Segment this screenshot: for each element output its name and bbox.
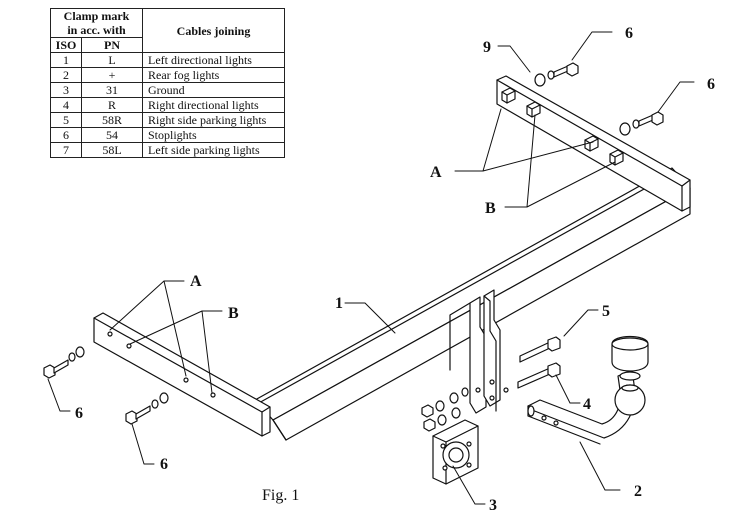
clamp-mark-header: Clamp mark in acc. with — [50, 8, 143, 38]
label-part-6-left-upper: 6 — [75, 405, 83, 422]
wiring-table: Clamp mark in acc. with Cables joining I… — [50, 8, 285, 158]
figure-caption: Fig. 1 — [262, 487, 299, 504]
desc-cell: Rear fog lights — [142, 67, 285, 83]
label-part-9: 9 — [483, 39, 491, 56]
desc-cell: Stoplights — [142, 127, 285, 143]
socket-plate — [432, 419, 479, 485]
right-side-bracket — [496, 75, 691, 212]
right-bolt-lower — [619, 111, 664, 136]
label-part-2: 2 — [634, 483, 642, 500]
desc-cell: Left side parking lights — [142, 142, 285, 158]
center-mount-plates — [449, 289, 509, 414]
desc-cell: Right directional lights — [142, 97, 285, 113]
tow-ball-hook — [527, 335, 649, 445]
center-nuts — [421, 387, 469, 432]
table-row: 2+Rear fog lights — [50, 67, 285, 83]
clamp-mark-header-line2: in acc. with — [67, 23, 126, 37]
left-bolt-lower — [125, 392, 169, 425]
label-part-6-left-lower: 6 — [160, 456, 168, 473]
iso-header: ISO — [50, 37, 82, 53]
label-b-right: B — [485, 200, 496, 217]
label-part-1: 1 — [335, 295, 343, 312]
clamp-mark-header-line1: Clamp mark — [63, 9, 130, 23]
label-b-left: B — [228, 305, 239, 322]
cables-joining-header: Cables joining — [142, 8, 285, 53]
label-part-6-right-lower: 6 — [707, 76, 715, 93]
label-part-6-right-upper: 6 — [625, 25, 633, 42]
left-bolt-upper — [43, 346, 85, 379]
label-a-right: A — [430, 164, 442, 181]
label-part-3: 3 — [489, 497, 497, 514]
right-bolt-upper — [534, 62, 579, 87]
left-side-bracket — [93, 312, 271, 437]
label-a-left: A — [190, 273, 202, 290]
label-part-4: 4 — [583, 396, 591, 413]
desc-cell: Right side parking lights — [142, 112, 285, 128]
pn-cell: 58L — [81, 142, 143, 158]
leader-lines — [47, 31, 695, 505]
center-bolts — [517, 336, 561, 389]
label-part-5: 5 — [602, 303, 610, 320]
